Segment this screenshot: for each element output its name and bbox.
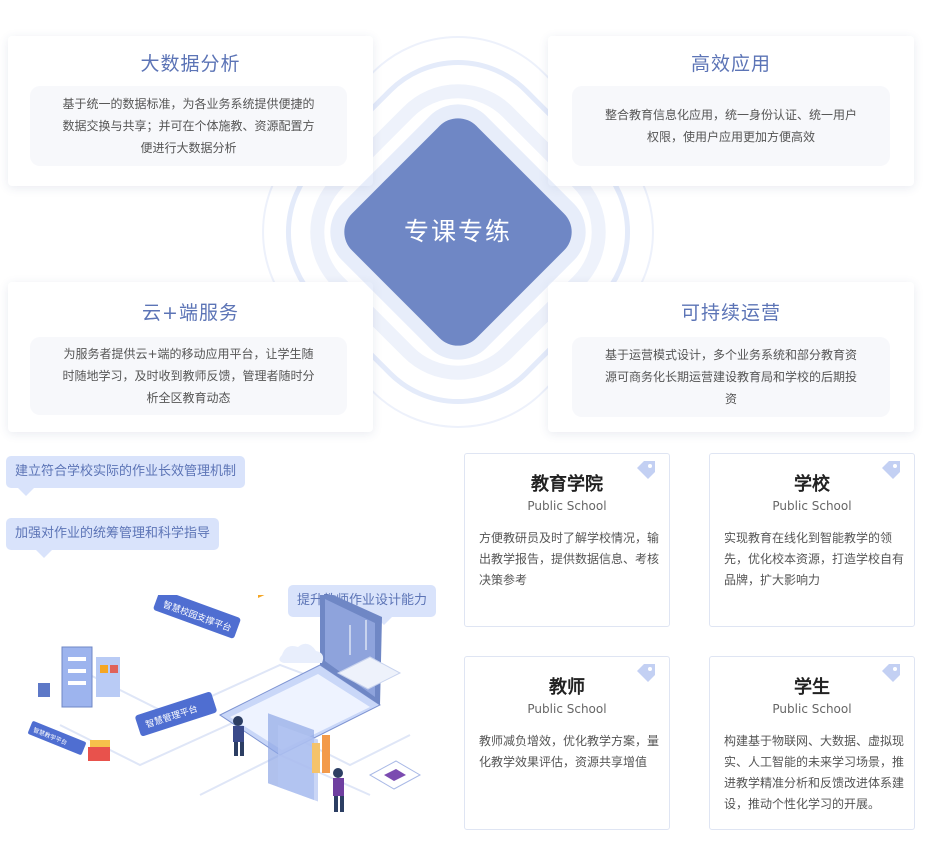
role-subtitle: Public School: [527, 499, 607, 513]
role-desc: 实现教育在线化到智能教学的领先，优化校本资源，打造学校自有品牌，扩大影响力: [724, 531, 905, 587]
center-label: 专课专练: [403, 217, 512, 246]
tag-tail: [18, 488, 34, 496]
feature-card-cloud-service: 云+端服务 为服务者提供云+端的移动应用平台，让学生随时随地学习，及时收到教师反…: [8, 282, 373, 432]
router-icon: [336, 620, 402, 690]
book-icon: [88, 747, 110, 761]
tag-icon: [637, 461, 655, 479]
feature-desc: 基于运营模式设计，多个业务系统和部分教育资源可商务化长期运营建设教育局和学校的后…: [572, 337, 890, 417]
tag-tail: [36, 550, 52, 558]
signboard: 智慧教学平台: [28, 721, 86, 755]
role-title: 教育学院: [531, 474, 603, 495]
feature-card-big-data: 大数据分析 基于统一的数据标准，为各业务系统提供便捷的数据交换与共享；并可在个体…: [8, 36, 373, 186]
target-icon: [368, 760, 422, 790]
feature-title: 云+端服务: [142, 302, 239, 324]
role-subtitle: Public School: [527, 702, 607, 716]
feature-desc: 为服务者提供云+端的移动应用平台，让学生随时随地学习，及时收到教师反馈，管理者随…: [30, 337, 347, 415]
cloud-icon: [279, 643, 324, 663]
speech-tag-management: 建立符合学校实际的作业长效管理机制: [6, 456, 246, 496]
role-title: 教师: [549, 677, 585, 698]
tag-text: 加强对作业的统筹管理和科学指导: [15, 526, 211, 541]
feature-title: 高效应用: [690, 53, 771, 75]
role-card-school: 学校 Public School 实现教育在线化到智能教学的领先，优化校本资源，…: [709, 453, 915, 627]
server-stack-icon: [61, 646, 120, 708]
feature-desc: 基于统一的数据标准，为各业务系统提供便捷的数据交换与共享；并可在个体施教、资源配…: [30, 86, 347, 166]
role-subtitle: Public School: [772, 702, 852, 716]
speech-tag-guidance: 加强对作业的统筹管理和科学指导: [6, 518, 220, 558]
role-card-education-college: 教育学院 Public School 方便教研员及时了解学校情况，输出教学报告，…: [464, 453, 670, 627]
role-title: 学校: [794, 474, 830, 495]
role-card-student: 学生 Public School 构建基于物联网、大数据、虚拟现实、人工智能的未…: [709, 656, 915, 830]
person-figure-icon: [333, 768, 344, 812]
feature-card-sustainable-ops: 可持续运营 基于运营模式设计，多个业务系统和部分教育资源可商务化长期运营建设教育…: [548, 282, 914, 432]
feature-card-efficient-apps: 高效应用 整合教育信息化应用，统一身份认证、统一用户权限，使用户应用更加方便高效: [548, 36, 914, 186]
signboard: 智慧校园支撑平台: [153, 595, 241, 639]
person-figure-icon: [233, 716, 244, 756]
feature-title: 大数据分析: [140, 53, 241, 75]
role-desc: 方便教研员及时了解学校情况，输出教学报告，提供数据信息、考核决策参考: [479, 531, 660, 587]
smart-campus-illustration: 智慧校园支撑平台 智慧管理平台 智慧教学平台: [28, 595, 422, 812]
role-desc: 教师减负增效，优化教学方案，量化教学效果评估，资源共享增值: [479, 734, 660, 769]
tag-text: 建立符合学校实际的作业长效管理机制: [15, 464, 237, 479]
tag-icon: [637, 664, 655, 682]
tag-icon: [882, 461, 900, 479]
signboard: 智慧管理平台: [135, 691, 217, 737]
role-card-teacher: 教师 Public School 教师减负增效，优化教学方案，量化教学效果评估，…: [464, 656, 670, 830]
folder-icon: [38, 683, 50, 697]
role-subtitle: Public School: [772, 499, 852, 513]
feature-title: 可持续运营: [680, 302, 781, 324]
role-title: 学生: [794, 677, 830, 698]
role-desc: 构建基于物联网、大数据、虚拟现实、人工智能的未来学习场景，推进教学精准分析和反馈…: [724, 734, 905, 811]
feature-desc: 整合教育信息化应用，统一身份认证、统一用户权限，使用户应用更加方便高效: [572, 86, 890, 166]
tag-tail: [376, 617, 392, 625]
tag-icon: [882, 664, 900, 682]
